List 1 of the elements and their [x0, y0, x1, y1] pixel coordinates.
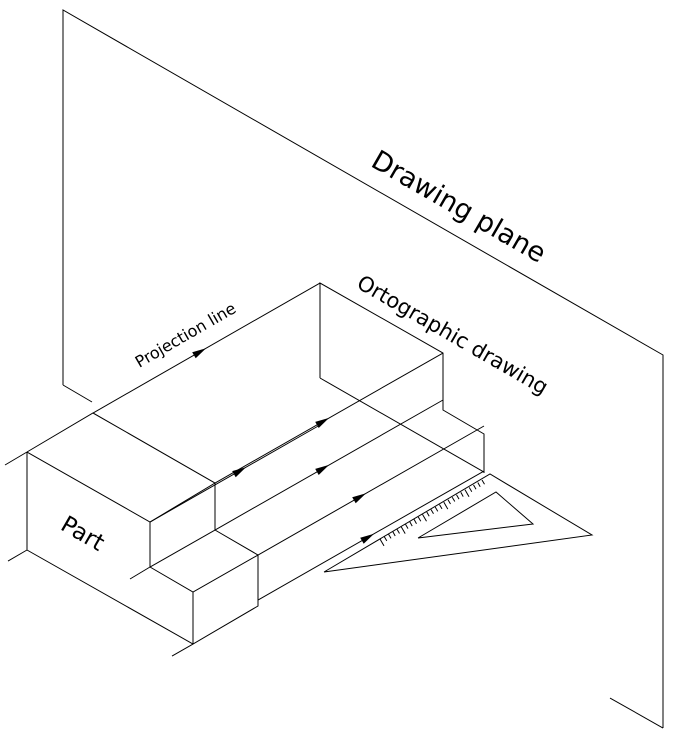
drawing-label: Part: [61, 515, 104, 552]
